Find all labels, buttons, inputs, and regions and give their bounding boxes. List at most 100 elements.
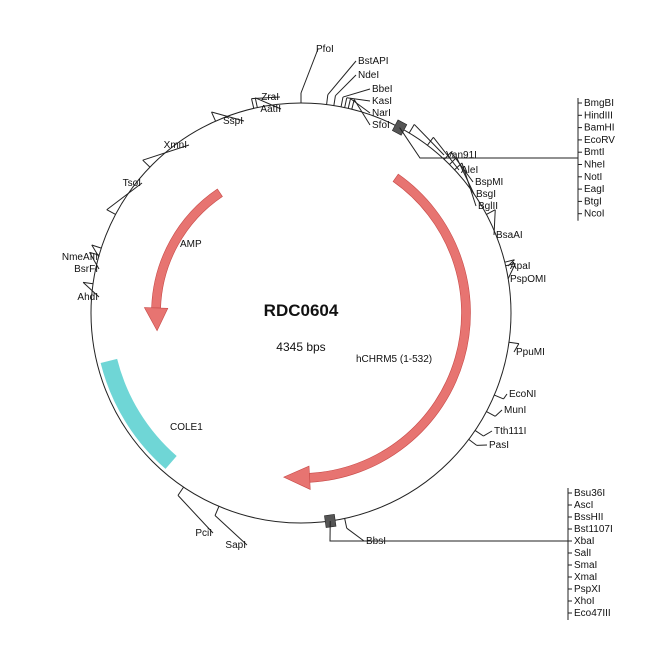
site-ahdi-leader xyxy=(82,282,100,298)
site-bbsi: BbsI xyxy=(344,518,386,547)
site-muni: MunI xyxy=(486,405,526,417)
cluster-site-bmti: BmtI xyxy=(584,147,605,158)
feature-hchrm5-body xyxy=(309,173,471,483)
site-econi-label: EcoNI xyxy=(509,389,536,400)
site-tth111i-leader xyxy=(483,430,493,437)
site-sfoi: SfoI xyxy=(351,99,390,131)
site-tsoi-leader xyxy=(106,182,143,211)
site-sapi: SapI xyxy=(214,506,248,551)
cluster-bottom-leader xyxy=(329,520,568,542)
site-ppumi: PpuMI xyxy=(508,341,545,358)
cluster-site-eagi: EagI xyxy=(584,184,605,195)
site-pasi-label: PasI xyxy=(489,440,509,451)
site-nari-tick xyxy=(347,98,351,109)
site-bbei-label: BbeI xyxy=(372,84,393,95)
cluster-site-hindiii: HindIII xyxy=(584,110,613,121)
cluster-top-group: BmgBIHindIIIBamHIEcoRVBmtINheINotIEagIBt… xyxy=(391,98,615,221)
site-van91i: Van91I xyxy=(408,124,477,161)
restriction-sites-layer: PfoIBstAPINdeIBbeIKasINarISfoIZraIAatIIS… xyxy=(62,44,546,551)
site-ahdi: AhdI xyxy=(77,281,100,303)
site-sapi-leader xyxy=(214,515,248,546)
site-ndei-label: NdeI xyxy=(358,70,379,81)
cluster-site-noti: NotI xyxy=(584,172,602,183)
site-pasi-tick xyxy=(468,438,478,446)
site-econi-leader xyxy=(503,393,508,400)
site-bsgi-leader xyxy=(456,157,475,195)
cluster-bottom-group: Bsu36IAscIBssHIIBst1107IXbaISalISmaIXmaI… xyxy=(324,488,613,620)
site-kasi-tick xyxy=(344,97,348,108)
site-ndei-leader xyxy=(335,74,357,97)
plasmid-size: 4345 bps xyxy=(276,340,325,354)
site-pfoi-label: PfoI xyxy=(316,44,334,55)
site-bbsi-tick xyxy=(344,518,348,529)
site-muni-label: MunI xyxy=(504,405,526,416)
site-bsrfi-label: BsrFI xyxy=(74,264,98,275)
site-pcii-tick xyxy=(177,486,184,496)
cluster-top-leader xyxy=(399,127,578,159)
site-alei-tick xyxy=(426,136,434,146)
site-bstapi-label: BstAPI xyxy=(358,56,389,67)
feature-cole1-block xyxy=(100,358,177,469)
site-pasi: PasI xyxy=(468,438,509,451)
site-ahdi-tick xyxy=(83,281,94,285)
cluster-site-btgi: BtgI xyxy=(584,196,602,207)
site-bstapi: BstAPI xyxy=(326,56,389,105)
site-tsoi-tick xyxy=(106,209,116,215)
site-xmni-leader xyxy=(142,144,190,161)
cluster-site-ecorv: EcoRV xyxy=(584,135,615,146)
site-bstapi-tick xyxy=(326,94,329,105)
site-pcii: PciI xyxy=(177,486,214,539)
site-apai: ApaI xyxy=(504,259,531,272)
site-muni-tick xyxy=(486,411,496,417)
site-xmni-label: XmnI xyxy=(164,140,187,151)
site-econi-tick xyxy=(494,394,504,400)
site-kasi: KasI xyxy=(344,96,392,108)
cluster-site-xhoi: XhoI xyxy=(574,596,595,607)
feature-amp-label: AMP xyxy=(180,239,202,250)
site-aatii: AatII xyxy=(254,97,282,115)
site-ndei-tick xyxy=(333,95,336,106)
site-bsrfi-tick xyxy=(89,251,100,256)
site-bsrfi-leader xyxy=(89,252,100,270)
cluster-site-bsu36i: Bsu36I xyxy=(574,488,605,499)
site-sspi-label: SspI xyxy=(223,116,243,127)
site-pfoi-leader xyxy=(300,48,319,94)
site-bbei: BbeI xyxy=(340,84,393,107)
site-xmni: XmnI xyxy=(142,140,190,168)
site-sfoi-tick xyxy=(351,99,355,110)
cluster-site-bsshii: BssHII xyxy=(574,512,603,523)
feature-cole1-label: COLE1 xyxy=(170,422,203,433)
cluster-site-smai: SmaI xyxy=(574,560,597,571)
site-van91i-tick xyxy=(408,124,415,134)
site-apai-tick xyxy=(504,259,515,263)
site-zrai-tick xyxy=(251,98,255,109)
site-nmeaiii-label: NmeAIII xyxy=(62,252,98,263)
cluster-site-xbai: XbaI xyxy=(574,536,595,547)
site-bglii-tick xyxy=(454,162,463,171)
feature-hchrm5-label: hCHRM5 (1-532) xyxy=(356,354,432,365)
site-bsgi-label: BsgI xyxy=(476,189,496,200)
plasmid-name: RDC0604 xyxy=(264,301,339,320)
feature-hchrm5: hCHRM5 (1-532) xyxy=(283,173,471,490)
site-bsgi: BsgI xyxy=(449,157,496,200)
site-sfoi-leader xyxy=(353,99,371,126)
cluster-site-bst1107i: Bst1107I xyxy=(574,524,613,535)
site-muni-leader xyxy=(494,409,503,417)
site-ppumi-leader xyxy=(513,343,520,353)
site-pspomi-tick xyxy=(505,263,516,267)
site-alei: AleI xyxy=(426,136,478,176)
site-bbei-tick xyxy=(340,96,344,107)
cluster-site-pspxi: PspXI xyxy=(574,584,601,595)
site-bglii-label: BglII xyxy=(478,201,498,212)
site-bglii-leader xyxy=(461,162,477,207)
cluster-site-xmai: XmaI xyxy=(574,572,597,583)
cluster-site-eco47iii: Eco47III xyxy=(574,608,611,619)
site-van91i-label: Van91I xyxy=(446,150,477,161)
site-pspomi: PspOMI xyxy=(505,263,546,285)
feature-amp-body xyxy=(151,188,223,309)
site-bspmi-label: BspMI xyxy=(475,177,503,188)
feature-cole1: COLE1 xyxy=(100,358,203,469)
site-sspi-tick xyxy=(211,111,217,122)
site-alei-label: AleI xyxy=(461,165,478,176)
